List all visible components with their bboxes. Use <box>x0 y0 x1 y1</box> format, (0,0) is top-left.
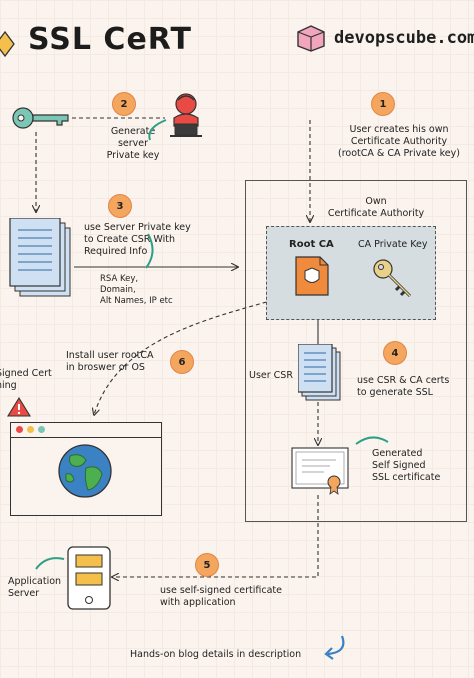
cube-icon <box>297 25 325 52</box>
brand-name: devopscube.com <box>334 28 474 48</box>
page-title: SSL CeRT <box>28 22 193 57</box>
step6-text: Install user rootCA in broswer or OS <box>66 350 154 373</box>
user-csr-label: User CSR <box>249 370 293 381</box>
browser-toolbar <box>11 423 161 438</box>
ca-inner-box <box>266 226 436 320</box>
user-csr-document-icon <box>298 344 341 401</box>
step2-text: Generate server Private key <box>106 126 160 161</box>
step-badge-3: 3 <box>108 194 132 218</box>
cert-to-server-arrow <box>112 495 319 577</box>
csr-info-text: RSA Key, Domain, Alt Names, IP etc <box>100 274 173 306</box>
application-server-icon <box>67 546 111 610</box>
user-laptop-icon <box>170 93 202 137</box>
csr-document-icon <box>9 218 71 297</box>
step-badge-4: 4 <box>383 341 407 365</box>
application-server-label: Application Server <box>8 576 62 599</box>
ca-private-key-icon <box>373 259 412 298</box>
step-badge-1: 1 <box>371 92 395 116</box>
globe-icon <box>58 444 112 498</box>
step-badge-6: 6 <box>170 350 194 374</box>
curved-arrow-icon <box>355 436 389 445</box>
curved-arrow-icon <box>148 119 167 141</box>
curved-arrow-icon <box>35 557 65 570</box>
diamond-icon <box>0 30 15 58</box>
step-badge-5: 5 <box>195 553 219 577</box>
own-ca-container <box>245 180 467 522</box>
ca-private-key-label: CA Private Key <box>358 239 428 250</box>
step3-text: use Server Private key to Create CSR Wit… <box>84 222 191 257</box>
ssl-certificate-icon <box>291 447 349 495</box>
own-ca-label: Own Certificate Authority <box>327 196 425 219</box>
generated-cert-label: Generated Self Signed SSL certificate <box>372 448 441 483</box>
maximize-dot-icon <box>38 426 45 433</box>
pointing-arrow-icon <box>324 635 345 660</box>
warning-icon <box>7 396 31 417</box>
root-ca-label: Root CA <box>289 239 334 250</box>
step1-text: User creates his own Certificate Authori… <box>338 124 460 159</box>
root-ca-cert-icon <box>295 256 329 296</box>
close-dot-icon <box>16 426 23 433</box>
server-key-icon <box>12 107 69 129</box>
step5-text: use self-signed certificate with applica… <box>160 585 282 608</box>
curved-arrow-icon <box>145 233 154 269</box>
step4-text: use CSR & CA certs to generate SSL <box>357 375 450 398</box>
footer-text: Hands-on blog details in description <box>130 649 302 660</box>
minimize-dot-icon <box>27 426 34 433</box>
step-badge-2: 2 <box>112 92 136 116</box>
browser-warning-text: Signed Cert ning <box>0 368 52 391</box>
